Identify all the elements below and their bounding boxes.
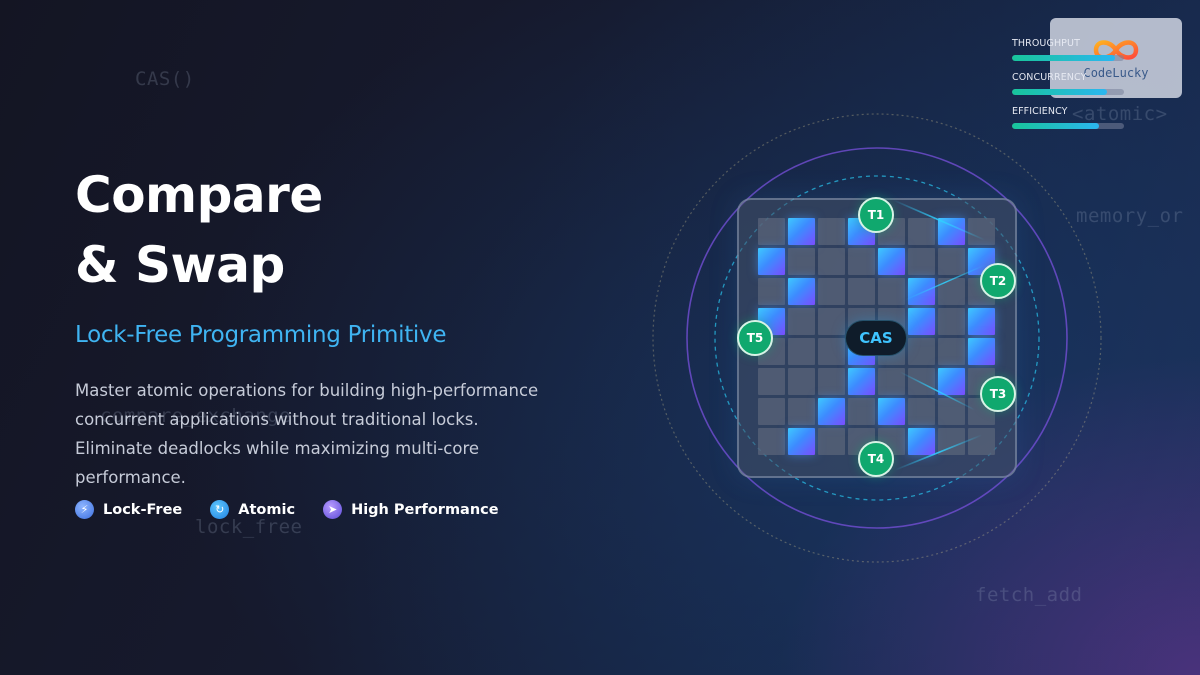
hero-section: Compare & Swap Lock-Free Programming Pri… bbox=[75, 160, 595, 492]
infinity-loop-icon bbox=[1093, 40, 1139, 60]
metric-throughput: THROUGHPUT bbox=[1012, 38, 1132, 61]
memory-cell-active bbox=[968, 308, 995, 335]
metric-concurrency: CONCURRENCY bbox=[1012, 72, 1132, 95]
memory-cell bbox=[758, 368, 785, 395]
memory-cell-active bbox=[908, 428, 935, 455]
metric-fill bbox=[1012, 89, 1108, 95]
cas-center-badge: CAS bbox=[845, 320, 907, 356]
memory-cell bbox=[758, 278, 785, 305]
memory-cell bbox=[908, 368, 935, 395]
feature-high-performance: ➤ High Performance bbox=[323, 500, 499, 519]
memory-cell-active bbox=[938, 218, 965, 245]
memory-cell bbox=[818, 308, 845, 335]
memory-cell bbox=[908, 248, 935, 275]
memory-cell bbox=[818, 428, 845, 455]
memory-cell bbox=[788, 368, 815, 395]
bg-word-atomic: <atomic> bbox=[1072, 103, 1168, 125]
thread-t4: T4 bbox=[858, 441, 894, 477]
page-subtitle: Lock-Free Programming Primitive bbox=[75, 322, 447, 348]
bg-word-fetch-add: fetch_add bbox=[975, 584, 1083, 606]
memory-cell-active bbox=[878, 398, 905, 425]
memory-cell-active bbox=[818, 398, 845, 425]
feature-atomic: ↻ Atomic bbox=[210, 500, 295, 519]
memory-cell bbox=[908, 218, 935, 245]
memory-cell bbox=[818, 218, 845, 245]
memory-cell bbox=[788, 398, 815, 425]
metric-track bbox=[1012, 89, 1124, 95]
memory-cell bbox=[878, 368, 905, 395]
memory-cell-active bbox=[848, 368, 875, 395]
memory-cell bbox=[788, 338, 815, 365]
bg-word-lock-free: lock_free bbox=[195, 516, 303, 538]
memory-cell bbox=[938, 308, 965, 335]
feature-label: High Performance bbox=[351, 501, 499, 518]
metric-fill bbox=[1012, 55, 1116, 61]
metric-track bbox=[1012, 123, 1124, 129]
feature-lock-free: ⚡ Lock-Free bbox=[75, 500, 182, 519]
memory-cell bbox=[848, 248, 875, 275]
memory-cell bbox=[758, 398, 785, 425]
memory-cell bbox=[878, 278, 905, 305]
memory-cell bbox=[938, 278, 965, 305]
feature-label: Atomic bbox=[238, 501, 296, 518]
memory-cell bbox=[818, 278, 845, 305]
memory-cell-active bbox=[758, 248, 785, 275]
memory-cell-active bbox=[938, 368, 965, 395]
memory-cell bbox=[968, 428, 995, 455]
feature-label: Lock-Free bbox=[103, 501, 183, 518]
memory-cell bbox=[938, 248, 965, 275]
metrics-panel: THROUGHPUT CONCURRENCY EFFICIENCY bbox=[1012, 38, 1132, 140]
memory-cell bbox=[758, 428, 785, 455]
thread-t2: T2 bbox=[980, 263, 1016, 299]
memory-cell bbox=[758, 218, 785, 245]
memory-cell-active bbox=[788, 428, 815, 455]
memory-cell bbox=[938, 428, 965, 455]
memory-cell bbox=[818, 338, 845, 365]
memory-cell bbox=[818, 248, 845, 275]
metric-efficiency: EFFICIENCY bbox=[1012, 106, 1132, 129]
bolt-icon: ⚡ bbox=[75, 500, 94, 519]
metric-label: CONCURRENCY bbox=[1012, 72, 1087, 83]
metric-label: THROUGHPUT bbox=[1012, 38, 1080, 49]
bg-word-memory-order: memory_or bbox=[1076, 205, 1184, 227]
memory-cell-active bbox=[908, 308, 935, 335]
memory-cell bbox=[908, 398, 935, 425]
thread-t3: T3 bbox=[980, 376, 1016, 412]
metric-label: EFFICIENCY bbox=[1012, 106, 1068, 117]
page-description: Master atomic operations for building hi… bbox=[75, 381, 539, 487]
feature-list: ⚡ Lock-Free ↻ Atomic ➤ High Performance bbox=[75, 500, 499, 519]
memory-cell bbox=[848, 278, 875, 305]
logo-text: CodeLucky bbox=[1083, 66, 1149, 80]
bg-word-cas: CAS() bbox=[135, 68, 195, 90]
sync-icon: ↻ bbox=[210, 500, 230, 519]
memory-cell bbox=[818, 368, 845, 395]
rocket-icon: ➤ bbox=[323, 500, 343, 519]
title-line-1: Compare bbox=[75, 166, 323, 224]
title-line-2: & Swap bbox=[75, 236, 285, 294]
memory-cell-active bbox=[788, 218, 815, 245]
memory-cell bbox=[938, 398, 965, 425]
metric-fill bbox=[1012, 123, 1100, 129]
memory-cell-active bbox=[878, 248, 905, 275]
page-title: Compare & Swap bbox=[75, 160, 595, 300]
memory-cell bbox=[938, 338, 965, 365]
memory-cell-active bbox=[968, 338, 995, 365]
memory-cell-active bbox=[908, 278, 935, 305]
thread-t1: T1 bbox=[858, 197, 894, 233]
bg-word-compare-exchange: compare_exchange bbox=[100, 405, 292, 427]
thread-t5: T5 bbox=[737, 320, 773, 356]
memory-cell bbox=[848, 398, 875, 425]
memory-cell bbox=[968, 218, 995, 245]
memory-cell bbox=[788, 308, 815, 335]
memory-cell bbox=[908, 338, 935, 365]
memory-cell-active bbox=[788, 278, 815, 305]
metric-track bbox=[1012, 55, 1124, 61]
memory-cell bbox=[788, 248, 815, 275]
